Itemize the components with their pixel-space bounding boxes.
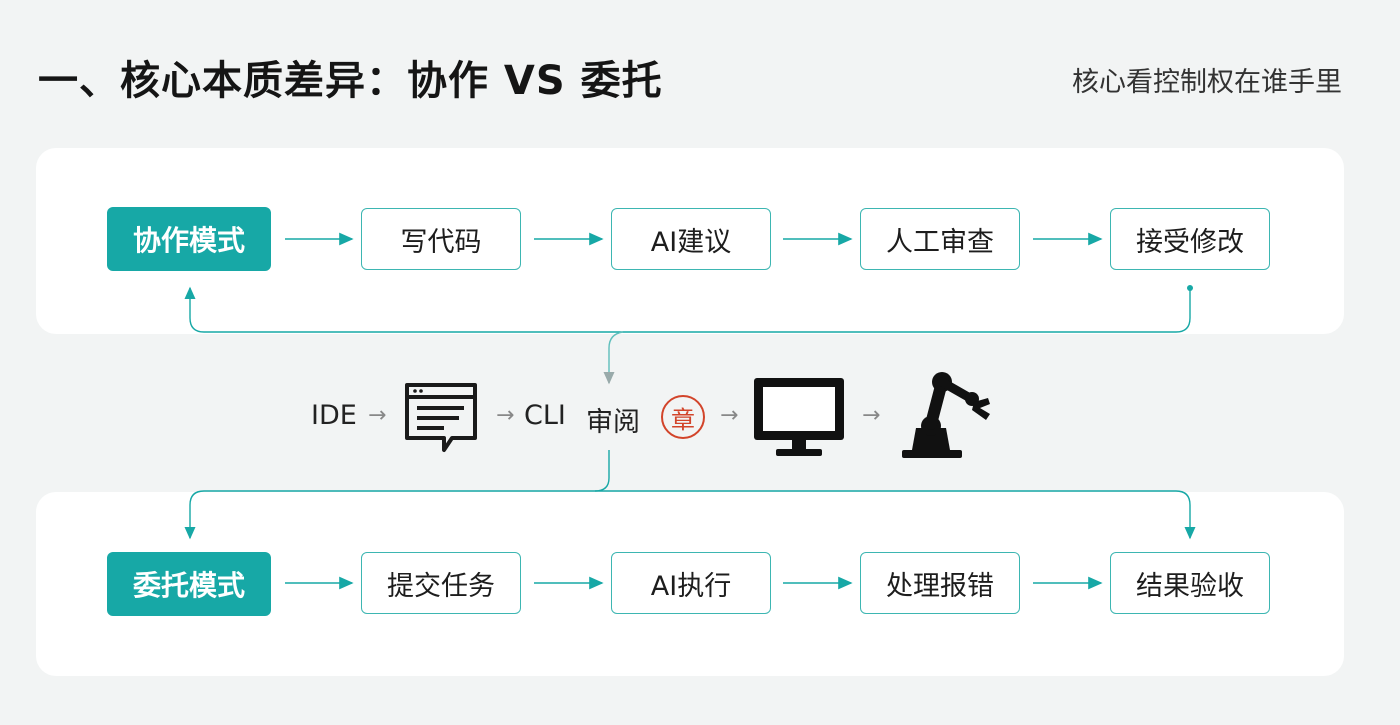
deleg-branch <box>184 450 610 540</box>
page-subtitle: 核心看控制权在谁手里 <box>1072 67 1342 98</box>
mid-arrow-1: → <box>368 403 387 428</box>
page-title: 一、核心本质差异：协作 VS 委托 <box>38 58 663 104</box>
deleg-step-submit: 提交任务 <box>361 552 521 614</box>
delegation-mode-label: 委托模式 <box>107 552 271 616</box>
mid-arrow-2: → <box>496 403 515 428</box>
ide-label: IDE <box>311 400 357 431</box>
collab-step-write-code: 写代码 <box>361 208 521 270</box>
cli-label: CLI <box>524 400 566 431</box>
seal-icon: 章 <box>661 395 705 439</box>
collab-step-ai-suggest: AI建议 <box>611 208 771 270</box>
collab-feedback-loop <box>184 286 1191 333</box>
deleg-step-ai-execute: AI执行 <box>611 552 771 614</box>
monitor-icon <box>754 378 844 456</box>
review-label: 审阅 <box>586 407 640 438</box>
collab-step-human-review: 人工审查 <box>860 208 1020 270</box>
mid-arrow-4: → <box>862 403 881 428</box>
chat-window-icon <box>405 383 477 452</box>
deleg-step-accept-result: 结果验收 <box>1110 552 1270 614</box>
collab-step-accept: 接受修改 <box>1110 208 1270 270</box>
loop-to-middle-connector <box>603 331 624 385</box>
collaboration-mode-label: 协作模式 <box>107 207 271 271</box>
deleg-step-handle-errors: 处理报错 <box>860 552 1020 614</box>
robot-arm-icon <box>902 372 990 458</box>
mid-arrow-3: → <box>720 403 739 428</box>
